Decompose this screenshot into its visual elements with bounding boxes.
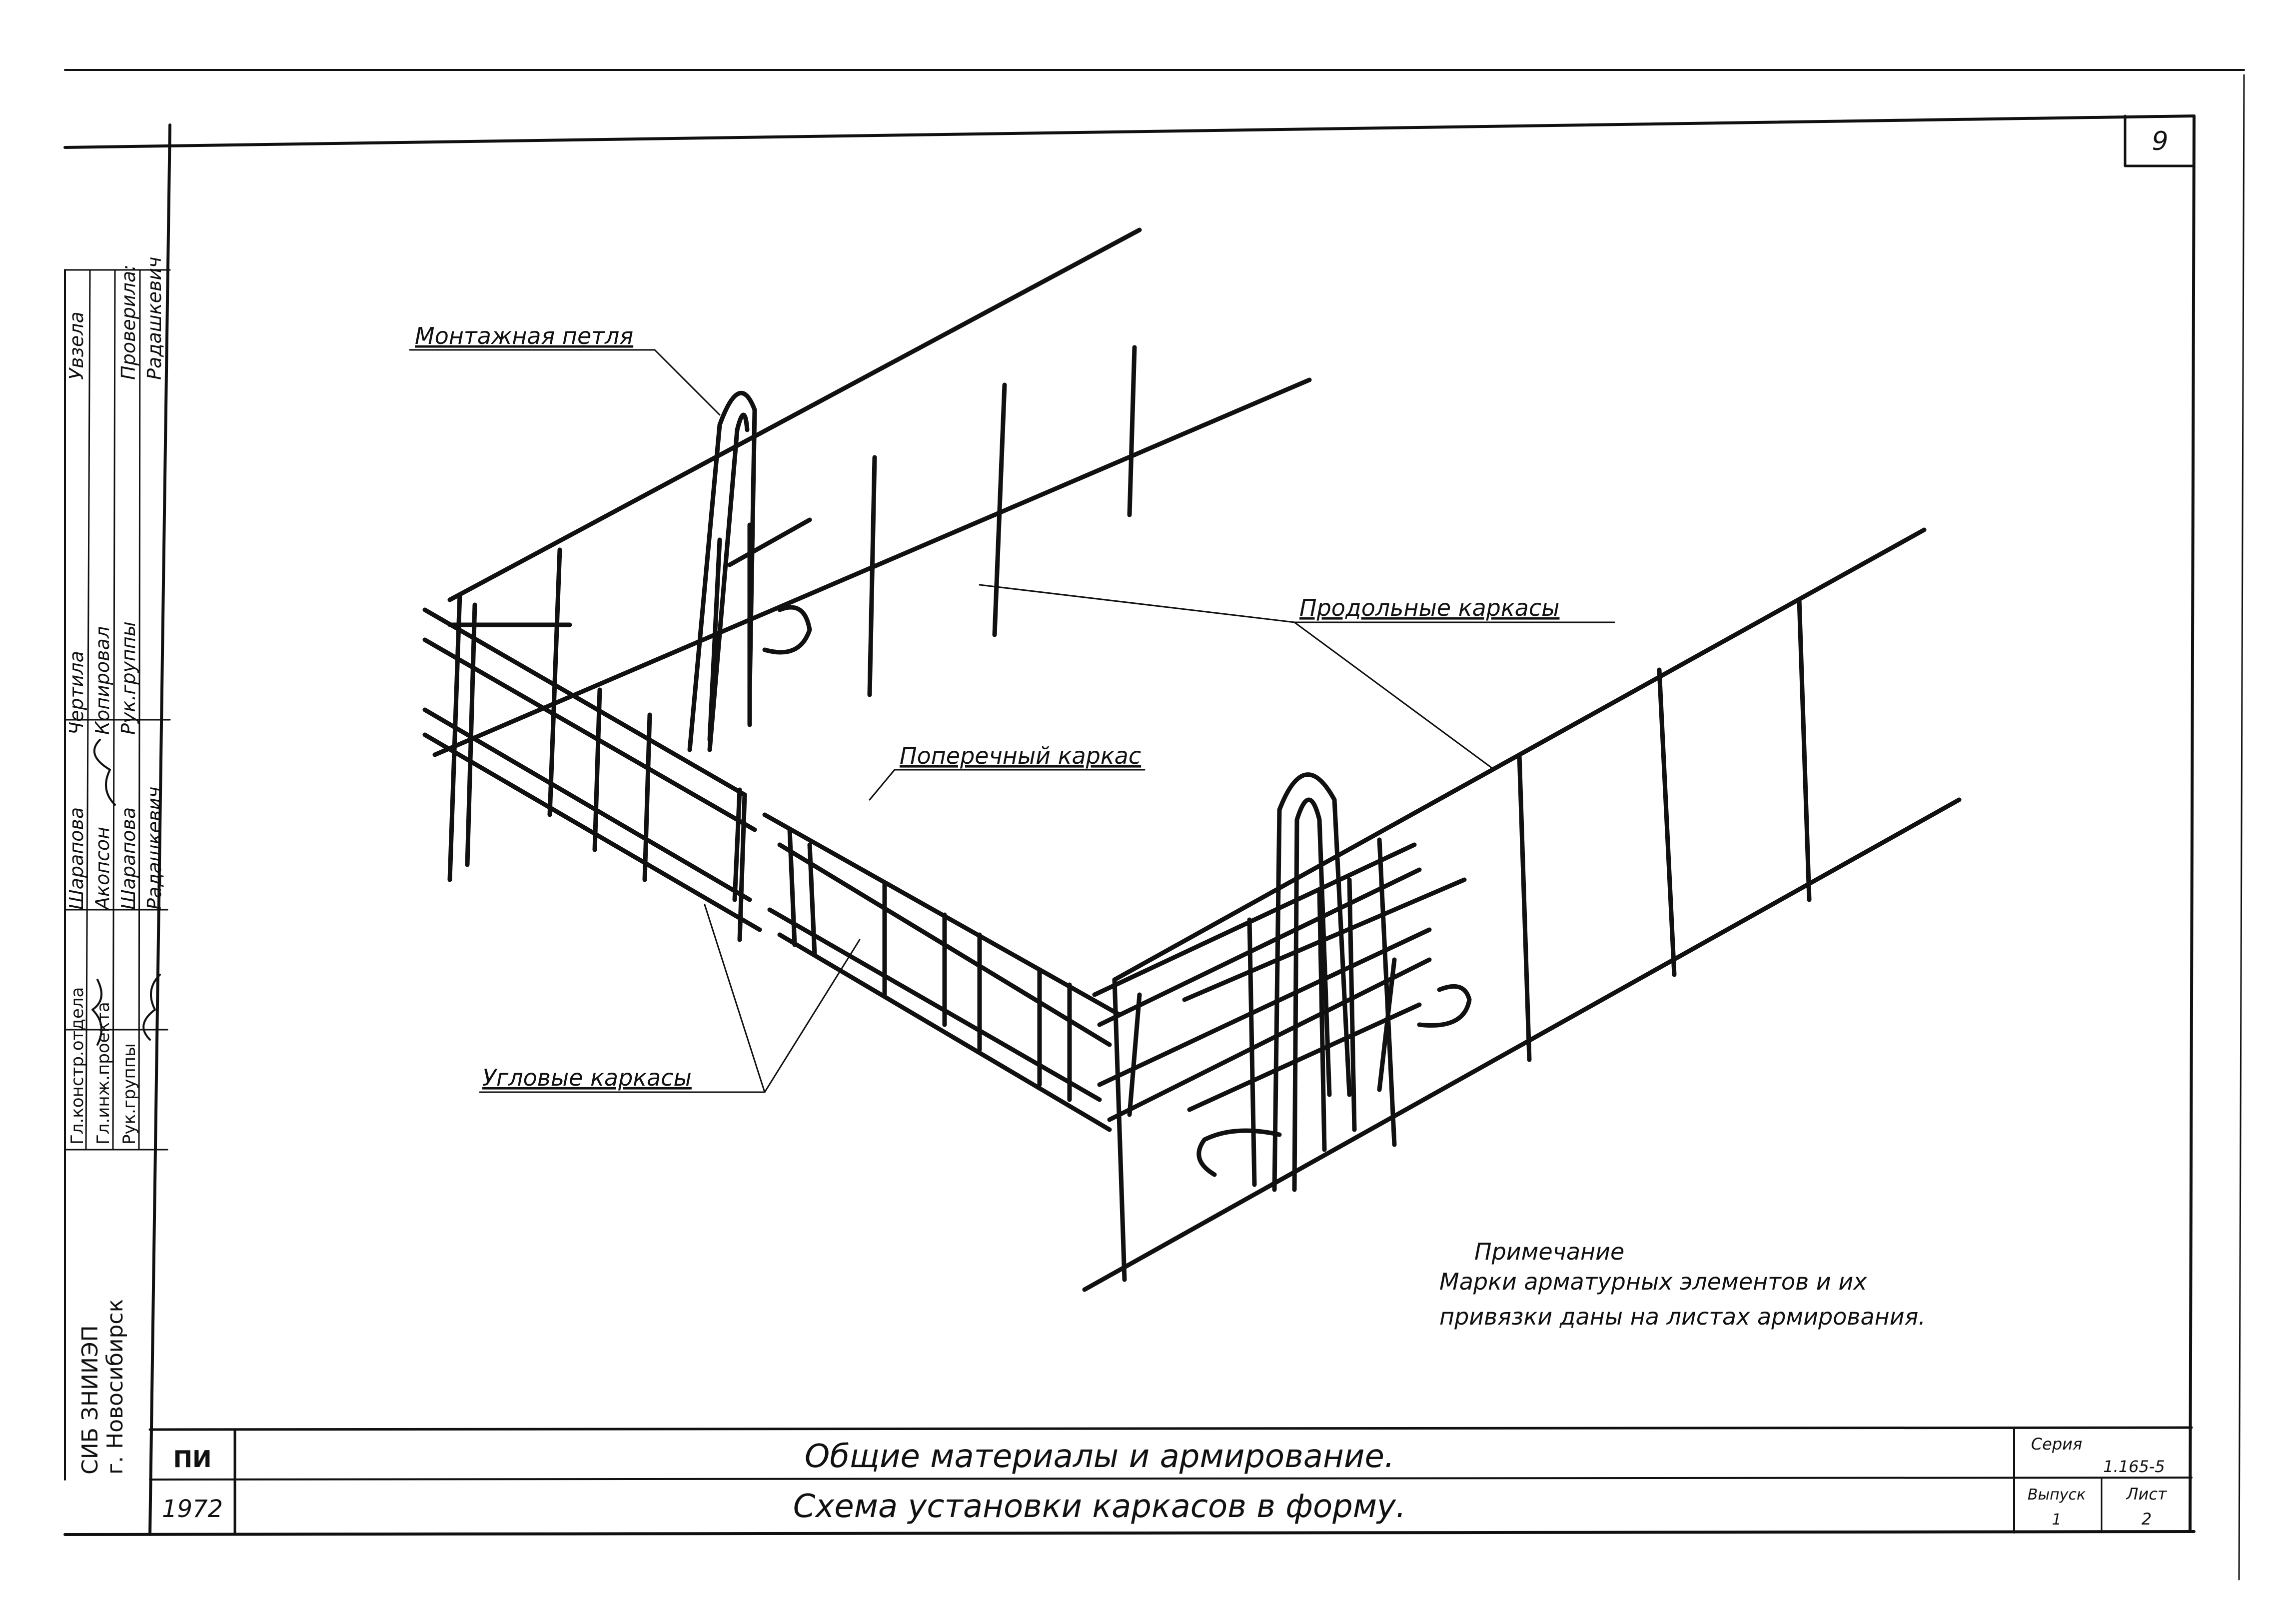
stamp-row3-action: Рук.группы	[117, 621, 139, 735]
page-number: 9	[2152, 126, 2168, 156]
sheet-frame	[63, 69, 2245, 1581]
title-line-2: Схема установки каркасов в форму.	[793, 1488, 1406, 1525]
issue-label: Выпуск	[2028, 1486, 2086, 1504]
right-corner-frame	[1092, 842, 1467, 1187]
label-longitudinal-frames: Продольные каркасы	[1299, 594, 1559, 621]
transverse-frame	[762, 812, 1122, 1132]
left-longitudinal-frame	[432, 227, 1312, 757]
stamp-row3-extra: Проверила:	[117, 264, 139, 380]
stamp-row2-action: Копировал	[91, 626, 113, 735]
stamp-org-line-2: г. Новосибирск	[102, 1299, 128, 1475]
issue-value: 1	[2052, 1511, 2061, 1529]
stamp-row2-name: Акопсон	[91, 827, 113, 911]
title-line-1: Общие материалы и армирование.	[805, 1438, 1394, 1475]
stamp-org-line-1: СИБ ЗНИИЭП	[77, 1325, 103, 1475]
sheet-label: Лист	[2126, 1485, 2167, 1504]
series-label: Серия	[2031, 1435, 2082, 1454]
stamp-block: Гл.констр.отдела Шарапова Чертила Увзела…	[64, 257, 171, 1481]
sheet-value: 2	[2142, 1510, 2152, 1529]
year: 1972	[162, 1495, 223, 1523]
stamp-row3-name: Шарапова	[117, 807, 139, 910]
leader-lines	[409, 349, 1615, 1093]
title-block: ПИ 1972 Общие материалы и армирование. С…	[148, 1426, 2193, 1535]
left-corner-frame	[422, 547, 762, 942]
note-line-2: привязки даны на листах армирования.	[1439, 1303, 1926, 1330]
right-longitudinal-frame	[1082, 527, 1962, 1292]
stamp-row3-role: Рук.группы	[119, 1043, 139, 1145]
org-mark: ПИ	[173, 1446, 212, 1473]
stamp-row1-action: Чертила	[65, 651, 87, 735]
label-transverse-frame: Поперечный каркас	[900, 742, 1141, 769]
note-heading: Примечание	[1474, 1238, 1624, 1265]
stamp-row1-name: Шарапова	[65, 807, 87, 910]
page-number-box: 9	[2124, 114, 2196, 167]
stamp-row2-role: Гл.инж.проекта	[93, 1002, 113, 1145]
signature-scribble	[142, 974, 161, 1041]
signature-scribble	[93, 739, 116, 806]
signature-scribble	[91, 979, 102, 1046]
stamp-row1-role: Гл.констр.отдела	[67, 987, 87, 1145]
stamp-row4-extra: Радашкевич	[143, 257, 165, 380]
series-value: 1.165-5	[2103, 1457, 2165, 1476]
label-corner-frames: Угловые каркасы	[482, 1064, 692, 1091]
stamp-row4-name: Радашкевич	[143, 787, 165, 910]
lifting-loop-left	[687, 391, 812, 752]
stamp-row1-extra: Увзела	[65, 311, 87, 380]
lifting-loop-right	[1196, 772, 1472, 1192]
label-lifting-loop: Монтажная петля	[415, 322, 633, 349]
reinforcement-drawing	[422, 227, 1962, 1292]
note-line-1: Марки арматурных элементов и их	[1439, 1268, 1867, 1295]
